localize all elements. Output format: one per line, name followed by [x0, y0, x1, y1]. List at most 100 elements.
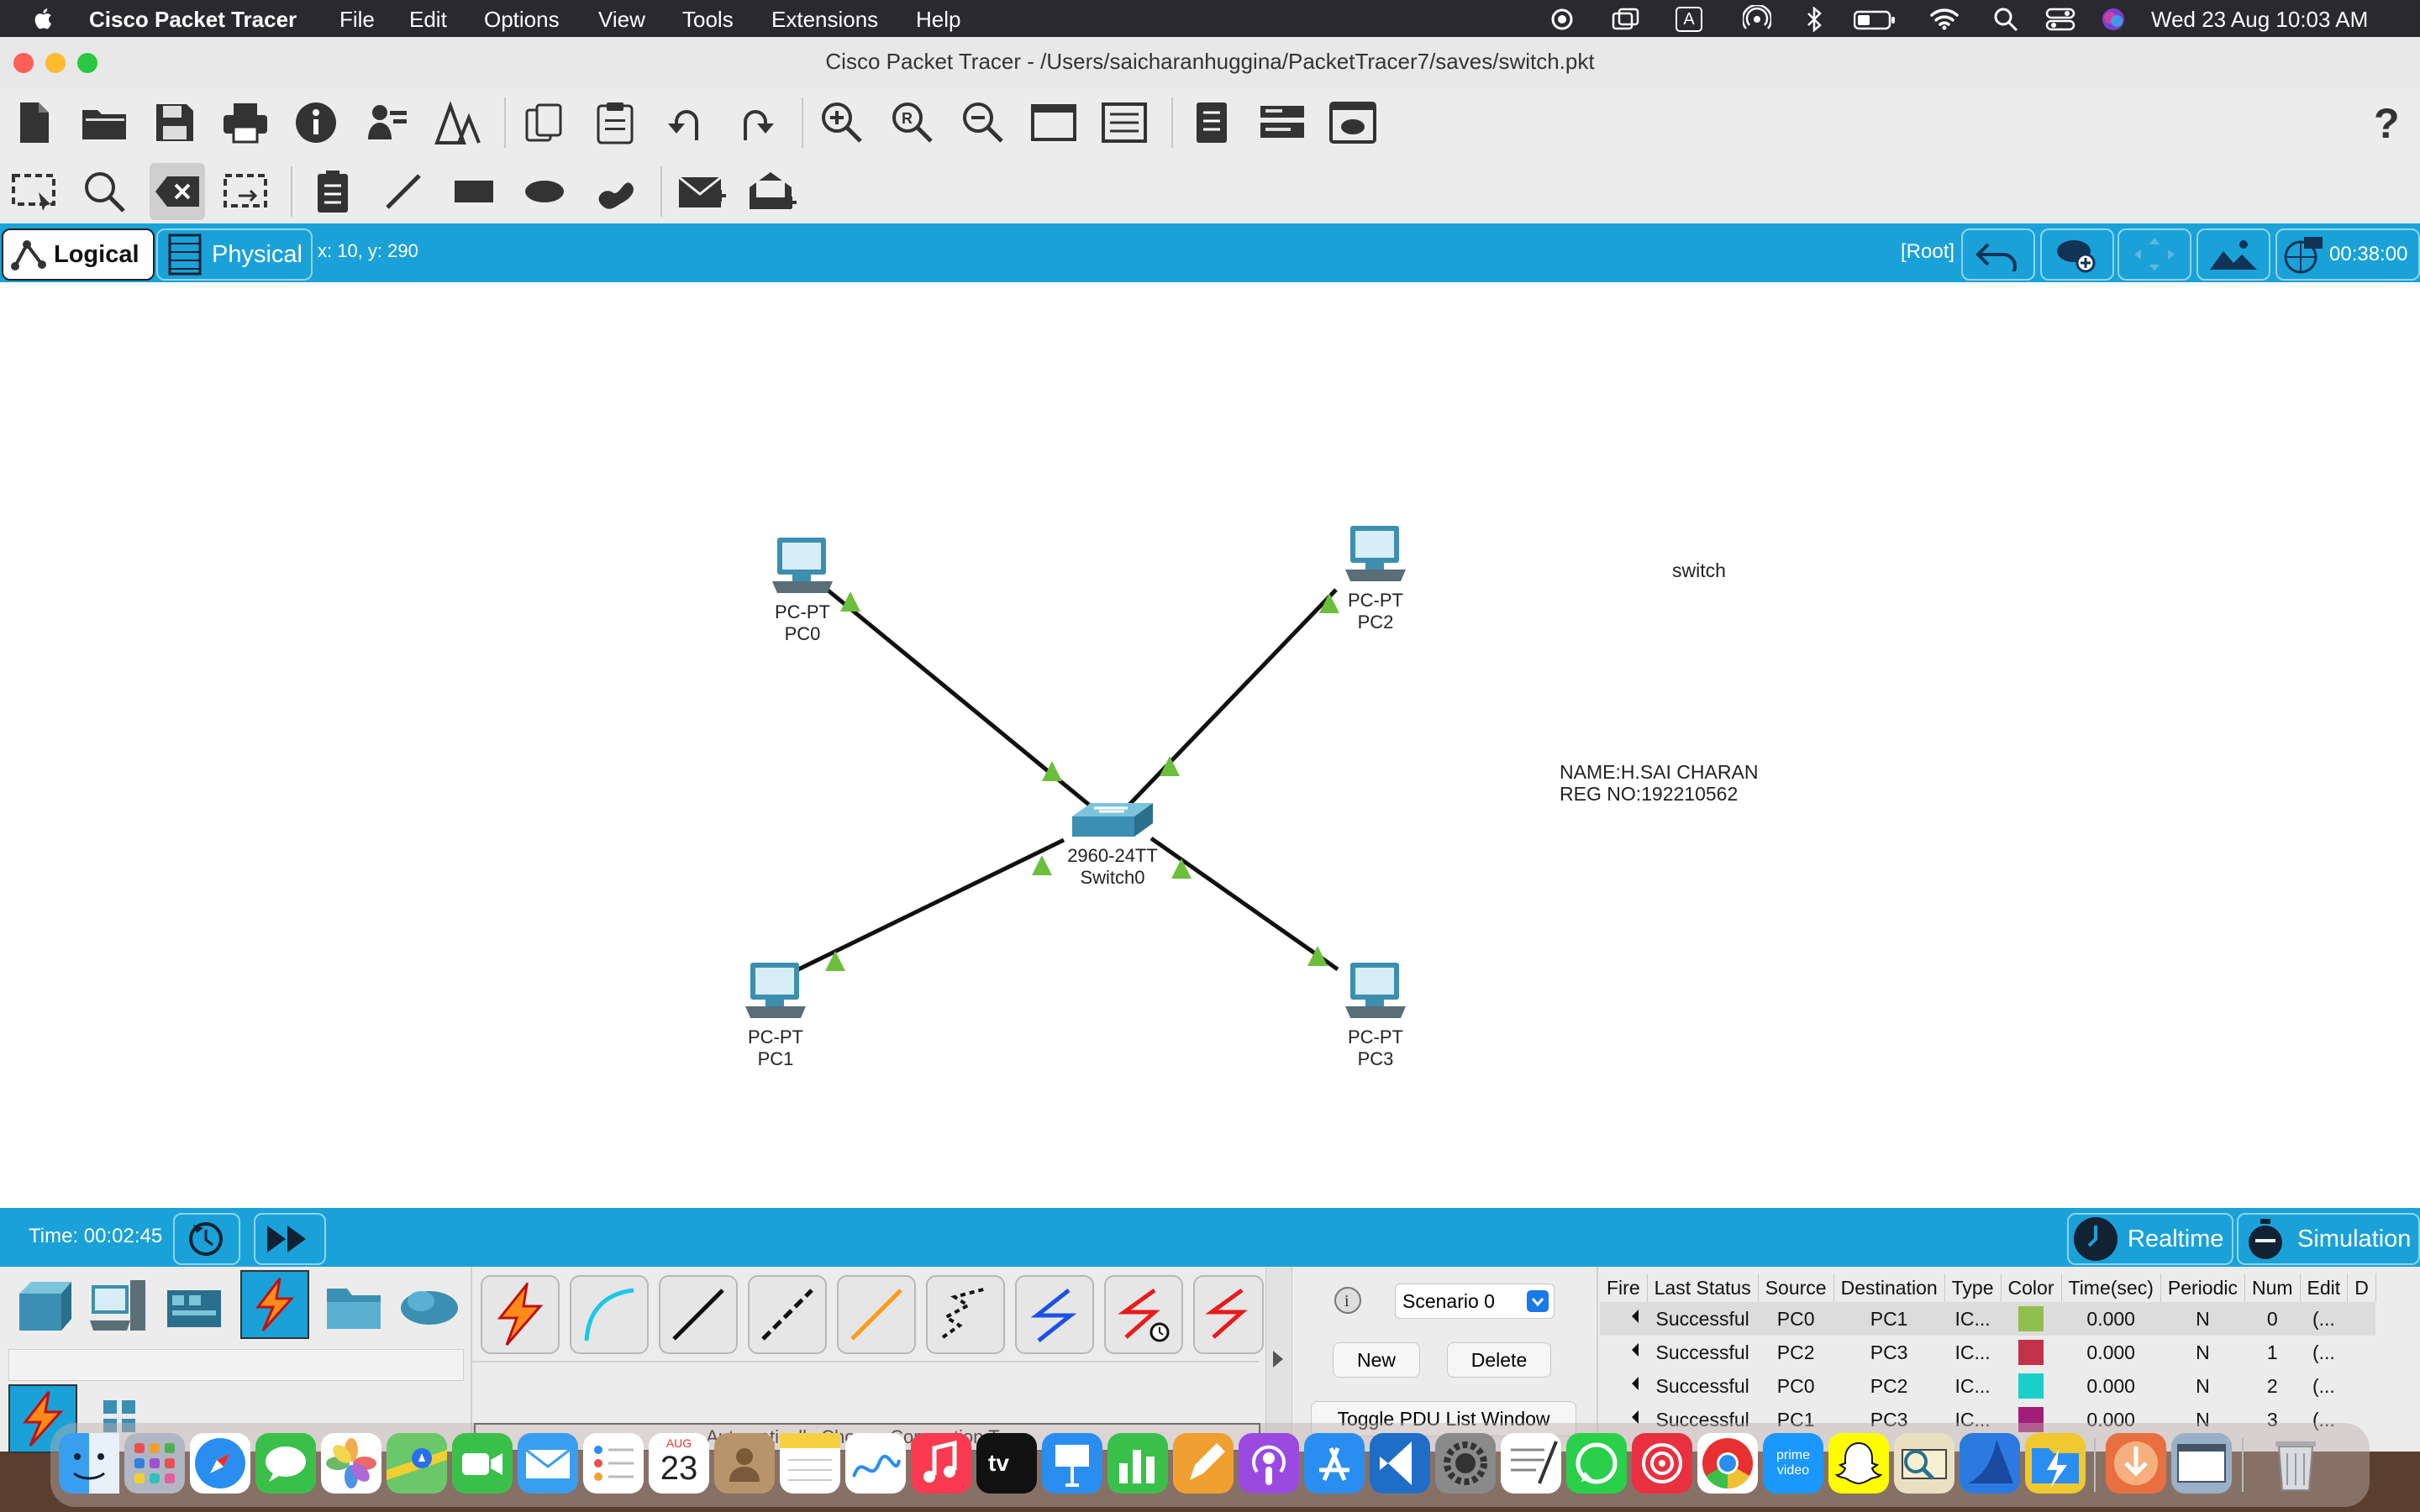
column-last-status[interactable]: Last Status [1647, 1273, 1759, 1302]
physical-workspace-tab[interactable]: Physical [156, 228, 313, 281]
paste-button[interactable] [590, 97, 640, 148]
dock-facetime[interactable] [452, 1433, 513, 1494]
pdu-delete[interactable] [2348, 1369, 2376, 1403]
dock-freeform[interactable] [845, 1433, 906, 1494]
root-breadcrumb[interactable]: [Root] [1901, 240, 1955, 263]
menu-edit[interactable]: Edit [409, 7, 447, 32]
pdu-edit[interactable]: (... [2312, 1307, 2335, 1330]
connection-console[interactable] [570, 1275, 649, 1354]
draw-rectangle-button[interactable] [449, 166, 499, 217]
pdu-delete[interactable] [2348, 1336, 2376, 1369]
zoom-out-button[interactable] [958, 97, 1008, 148]
column-delete[interactable]: D [2347, 1273, 2376, 1302]
dock-recent-window[interactable] [2171, 1433, 2232, 1494]
menu-help[interactable]: Help [916, 7, 961, 32]
control-center-icon[interactable] [2045, 7, 2075, 32]
airdrop-icon[interactable] [1743, 5, 1771, 32]
wifi-icon[interactable] [1929, 7, 1960, 30]
cli-button[interactable] [1186, 97, 1237, 148]
pdu-edit[interactable]: (... [2312, 1374, 2335, 1397]
zoom-in-button[interactable] [817, 97, 867, 148]
connection-copper-cross[interactable] [748, 1275, 827, 1354]
pdu-delete[interactable] [2348, 1302, 2376, 1336]
save-button[interactable] [150, 97, 200, 148]
dock-messages[interactable] [255, 1433, 316, 1494]
dock-finder[interactable] [59, 1433, 119, 1494]
device-pc2[interactable]: PC-PT PC2 [1329, 524, 1422, 633]
new-scenario-button[interactable]: New [1333, 1342, 1420, 1378]
dock-contacts[interactable] [714, 1433, 775, 1494]
dock-app-store[interactable] [1304, 1433, 1365, 1494]
new-file-button[interactable] [8, 97, 59, 148]
menu-view[interactable]: View [598, 7, 645, 32]
dock-safari[interactable] [190, 1433, 250, 1494]
pdu-edit[interactable]: (... [2312, 1341, 2335, 1363]
category-multiuser[interactable] [397, 1273, 462, 1339]
menu-file[interactable]: File [339, 7, 375, 32]
place-note-button[interactable] [308, 166, 358, 217]
column-color[interactable]: Color [2001, 1273, 2062, 1302]
dock-downloads-stack[interactable] [2106, 1433, 2166, 1494]
pdu-edit[interactable]: (... [2312, 1408, 2335, 1431]
column-type[interactable]: Type [1944, 1273, 2002, 1302]
open-file-button[interactable] [79, 97, 129, 148]
custom-device-button[interactable] [1099, 97, 1150, 148]
column-num[interactable]: Num [2244, 1273, 2301, 1302]
dock-wireshark[interactable] [1960, 1433, 2020, 1494]
dock-launchpad[interactable] [124, 1433, 185, 1494]
panel-splitter[interactable] [1265, 1267, 1292, 1452]
category-connections[interactable] [240, 1270, 309, 1339]
dock-trash[interactable] [2265, 1433, 2326, 1494]
column-fire[interactable]: Fire [1600, 1273, 1648, 1302]
dock-pages[interactable] [1173, 1433, 1234, 1494]
info-circle-icon[interactable]: i [1333, 1285, 1363, 1315]
network-information-button[interactable] [361, 97, 412, 148]
undo-button[interactable] [660, 97, 711, 148]
set-background-button[interactable] [2196, 228, 2270, 281]
canvas-note-switch[interactable]: switch [1672, 559, 1726, 582]
device-switch0[interactable]: 2960-24TT Switch0 [1054, 801, 1171, 889]
canvas-note-registration[interactable]: REG NO:192210562 [1560, 783, 1739, 806]
column-periodic[interactable]: Periodic [2160, 1273, 2245, 1302]
column-edit[interactable]: Edit [2300, 1273, 2349, 1302]
dock-numbers[interactable] [1107, 1433, 1168, 1494]
menu-extensions[interactable]: Extensions [771, 7, 879, 32]
copy-button[interactable] [519, 97, 570, 148]
back-button[interactable] [1961, 228, 2035, 281]
dock-vscode[interactable] [1370, 1433, 1430, 1494]
connection-copper-straight[interactable] [659, 1275, 738, 1354]
connection-fiber[interactable] [837, 1275, 916, 1354]
fire-toggle[interactable] [1600, 1302, 1647, 1336]
app-menu[interactable]: Cisco Packet Tracer [89, 7, 297, 32]
window-switcher-icon[interactable] [1612, 7, 1640, 32]
dock-calendar[interactable]: AUG 23 [649, 1433, 709, 1494]
power-cycle-devices-button[interactable] [173, 1213, 240, 1265]
dock-notes[interactable] [780, 1433, 840, 1494]
device-pc3[interactable]: PC-PT PC3 [1329, 961, 1422, 1070]
input-source-icon[interactable]: A [1676, 7, 1702, 32]
category-end-devices[interactable] [86, 1273, 151, 1339]
menu-tools[interactable]: Tools [682, 7, 734, 32]
fire-toggle[interactable] [1600, 1369, 1647, 1403]
cloud-device-button[interactable] [1328, 97, 1378, 148]
connection-phone[interactable] [926, 1275, 1005, 1354]
subcategory-grid[interactable] [87, 1384, 153, 1450]
move-object-button[interactable] [2118, 228, 2191, 281]
dock-keynote[interactable] [1042, 1433, 1102, 1494]
inspect-tool-button[interactable] [79, 166, 129, 217]
column-time[interactable]: Time(sec) [2061, 1273, 2161, 1302]
connection-serial-dce[interactable] [1104, 1275, 1183, 1354]
apple-icon[interactable] [32, 6, 54, 31]
dock-system-settings[interactable] [1435, 1433, 1496, 1494]
siri-icon[interactable] [2101, 7, 2126, 32]
zoom-reset-button[interactable]: R [887, 97, 938, 148]
zoom-window-button[interactable] [77, 53, 97, 73]
column-source[interactable]: Source [1758, 1273, 1834, 1302]
dock-prime-video[interactable]: prime video [1763, 1433, 1823, 1494]
draw-line-button[interactable] [378, 166, 429, 217]
device-search-field[interactable] [8, 1349, 464, 1381]
scenario-select[interactable]: Scenario 0 [1395, 1284, 1555, 1319]
